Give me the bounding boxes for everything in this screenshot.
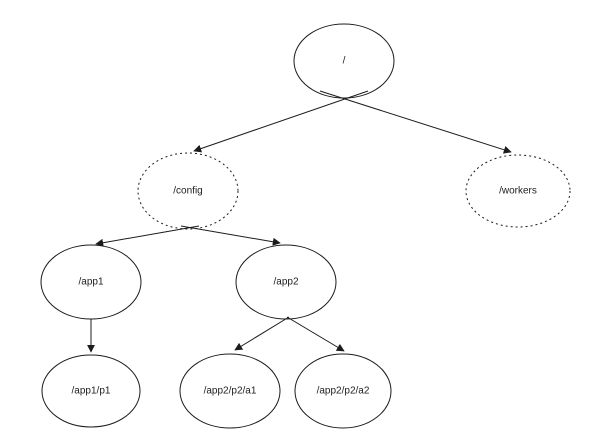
edge-root-to-config [193,90,369,153]
node-app2: /app2 [235,244,337,320]
node-root-label: / [343,56,346,67]
node-app1-label: /app1 [78,277,103,288]
edges-layer [87,90,512,353]
edge-app2-to-app2p2a2 [286,316,345,352]
node-config-label: /config [173,186,202,197]
node-app2p2a2-label: /app2/p2/a2 [317,386,370,397]
edge-app2-to-app2p2a1 [234,316,290,351]
edge-config-to-app2 [180,225,281,246]
node-app2p2a1-label: /app2/p2/a1 [204,386,257,397]
node-root-ellipse [293,23,395,99]
node-app1p1-ellipse [41,354,141,428]
node-app1p1: /app1/p1 [41,354,141,428]
node-app1-ellipse [40,244,142,320]
node-app1: /app1 [40,244,142,320]
node-app1p1-label: /app1/p1 [72,386,111,397]
node-app2p2a1-ellipse [179,353,281,429]
node-workers: /workers [465,154,571,228]
node-app2p2a1: /app2/p2/a1 [179,353,281,429]
node-workers-ellipse [465,154,571,228]
node-workers-label: /workers [499,186,537,197]
edge-config-to-app1 [95,225,200,247]
node-app2p2a2-ellipse [294,353,392,429]
node-config: /config [137,152,239,230]
node-root: / [293,23,395,99]
nodes-layer: / /config/workers/app1/app2/app1/p1/app2/… [40,23,571,429]
node-app2-ellipse [235,244,337,320]
edge-root-to-workers [319,90,512,154]
node-app2p2a2: /app2/p2/a2 [294,353,392,429]
node-config-ellipse [137,152,239,230]
node-app2-label: /app2 [273,277,298,288]
